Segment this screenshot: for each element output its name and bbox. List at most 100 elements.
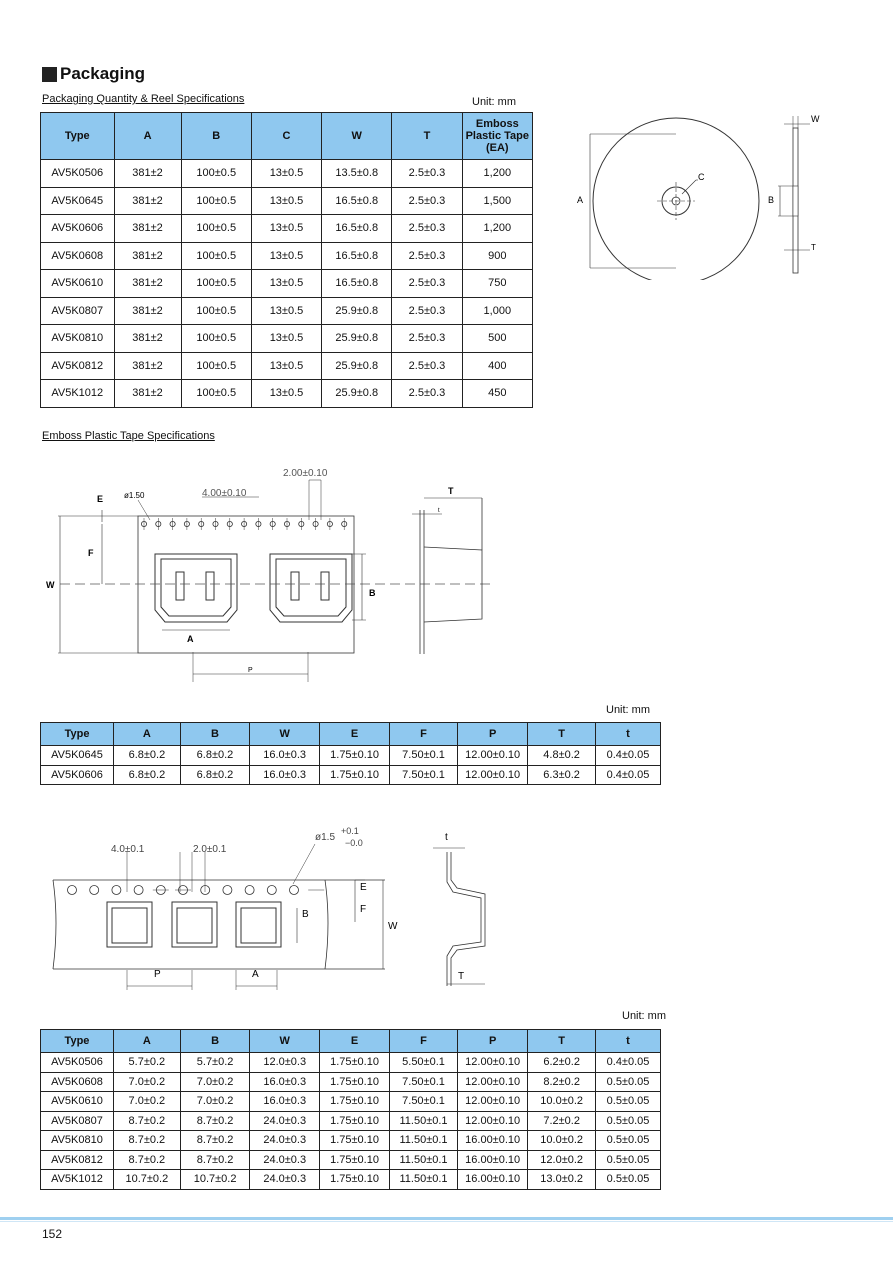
column-header: A [113, 112, 182, 160]
column-header: W [321, 112, 393, 160]
table-cell: 100±0.5 [180, 241, 252, 270]
table-cell: AV5K0608 [40, 241, 115, 270]
column-header: Type [40, 1029, 114, 1053]
table-cell: 5.7±0.2 [112, 1052, 181, 1073]
table-cell: 10.7±0.2 [112, 1169, 181, 1190]
column-header: W [249, 722, 321, 746]
table-cell: 8.2±0.2 [527, 1071, 597, 1092]
table-cell: 1,200 [461, 214, 534, 243]
table-cell: 381±2 [113, 379, 182, 408]
table-cell: 6.8±0.2 [113, 764, 181, 785]
table-cell: 100±0.5 [180, 324, 252, 353]
table-cell: 8.7±0.2 [179, 1110, 251, 1131]
reel-label-c: C [698, 172, 705, 182]
table-cell: 0.5±0.05 [595, 1130, 661, 1151]
table-cell: 16.00±0.10 [457, 1169, 529, 1190]
table-cell: 12.00±0.10 [456, 764, 529, 785]
table-cell: 25.9±0.8 [321, 379, 393, 408]
table-cell: 11.50±0.1 [389, 1149, 459, 1170]
table-cell: 6.2±0.2 [527, 1052, 597, 1073]
table-cell: 100±0.5 [180, 351, 252, 380]
table-cell: 11.50±0.1 [389, 1169, 459, 1190]
table-cell: 7.2±0.2 [527, 1110, 597, 1131]
table-cell: 7.50±0.1 [389, 1071, 459, 1092]
page-number: 152 [42, 1227, 63, 1241]
table-cell: 8.7±0.2 [112, 1130, 181, 1151]
table-cell: AV5K0506 [40, 159, 115, 188]
table-cell: 0.4±0.05 [595, 1052, 661, 1073]
table-cell: 16.00±0.10 [457, 1149, 529, 1170]
column-header: A [112, 1029, 181, 1053]
table-cell: AV5K0807 [40, 1110, 114, 1131]
sprocket-hole [89, 885, 100, 895]
table-cell: 2.5±0.3 [391, 241, 463, 270]
table-cell: AV5K0610 [40, 269, 115, 298]
table-cell: 0.5±0.05 [595, 1091, 661, 1112]
table-cell: 11.50±0.1 [389, 1110, 459, 1131]
table-cell: 2.5±0.3 [391, 269, 463, 298]
table-cell: 5.50±0.1 [389, 1052, 459, 1073]
table-cell: 1,200 [461, 159, 534, 188]
table-cell: 450 [461, 379, 534, 408]
tape1-label-p: P [248, 667, 253, 674]
table-cell: 100±0.5 [180, 379, 252, 408]
tape2-hole-plus: +0.1 [341, 826, 359, 836]
table-cell: 381±2 [113, 241, 182, 270]
column-header: F [389, 1029, 459, 1053]
table-cell: 100±0.5 [180, 159, 252, 188]
table-cell: 13±0.5 [250, 296, 323, 325]
tape2-label-w: W [388, 921, 398, 932]
column-header: W [249, 1029, 321, 1053]
page-title: Packaging [42, 64, 145, 84]
tape2-label-f: F [360, 904, 366, 915]
table-cell: 100±0.5 [180, 214, 252, 243]
sprocket-hole [266, 885, 277, 895]
table-cell: 12.00±0.10 [457, 1052, 529, 1073]
table-cell: 16.5±0.8 [321, 241, 393, 270]
table-cell: 1.75±0.10 [319, 1071, 391, 1092]
table-cell: 13±0.5 [250, 269, 323, 298]
table-cell: 750 [461, 269, 534, 298]
table-cell: 2.5±0.3 [391, 379, 463, 408]
table-cell: 1,000 [461, 296, 534, 325]
table-cell: 6.8±0.2 [179, 764, 251, 785]
reel-subtitle: Packaging Quantity & Reel Specifications [42, 93, 245, 105]
table-cell: 24.0±0.3 [249, 1149, 321, 1170]
column-header: F [389, 722, 458, 746]
table-cell: 7.0±0.2 [179, 1091, 251, 1112]
table-cell: 16.00±0.10 [457, 1130, 529, 1151]
tape-diagram-2: 4.0±0.1 2.0±0.1 ø1.5 +0.1 −0.0 E F W B P… [52, 826, 486, 990]
table-cell: 11.50±0.1 [389, 1130, 459, 1151]
column-header: C [250, 112, 323, 160]
table-cell: 7.0±0.2 [112, 1071, 181, 1092]
table-cell: 7.50±0.1 [389, 1091, 459, 1112]
column-header: T [527, 1029, 597, 1053]
table-cell: 0.5±0.05 [595, 1149, 661, 1170]
table-cell: 2.5±0.3 [391, 214, 463, 243]
table-cell: 24.0±0.3 [249, 1130, 321, 1151]
table-cell: 0.4±0.05 [594, 764, 662, 785]
table-cell: 12.00±0.10 [457, 1091, 529, 1112]
table-cell: 13±0.5 [250, 159, 323, 188]
footer-rule [0, 1221, 893, 1222]
table-cell: 7.50±0.1 [389, 745, 458, 766]
tape1-pitch2: 2.00±0.10 [283, 468, 328, 479]
table-cell: AV5K0810 [40, 324, 115, 353]
table-cell: 100±0.5 [180, 296, 252, 325]
table-cell: 12.0±0.2 [527, 1149, 597, 1170]
